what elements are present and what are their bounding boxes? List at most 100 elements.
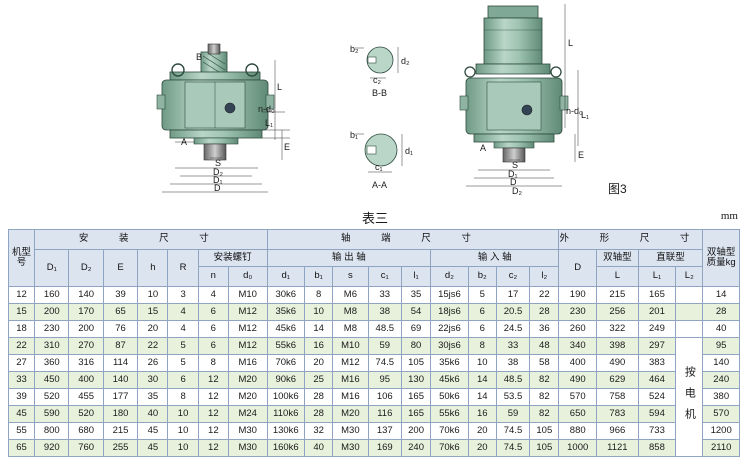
table-cell: 137 (367, 422, 402, 440)
table-cell: 22 (7, 337, 36, 355)
table-cell: M24 (227, 405, 268, 423)
table-cell: 3 (167, 286, 199, 304)
table-cell: 20 (304, 354, 334, 372)
table-cell: 1200 (702, 422, 740, 440)
table-cell: 59 (367, 337, 402, 355)
table-cell: 880 (558, 422, 597, 440)
table-cell: 380 (702, 388, 740, 406)
table-cell: M10 (332, 337, 369, 355)
table-cell: 140 (102, 371, 139, 389)
table-cell: 520 (68, 405, 104, 423)
table-cell: 38 (367, 303, 402, 321)
table-cell: M30 (227, 422, 268, 440)
table-cell: 14 (467, 388, 497, 406)
table-cell: M20 (332, 405, 369, 423)
table-cell: 53.5 (495, 388, 531, 406)
table-cell: 18js6 (430, 303, 469, 321)
table-cell: 33 (7, 371, 36, 389)
header-l-outline: L (595, 266, 639, 287)
label-b2-bb: b₂ (350, 44, 359, 54)
table-cell: 322 (595, 320, 639, 338)
table-cell: 6 (197, 303, 229, 321)
table-cell: 524 (637, 388, 677, 406)
table-cell: 6 (467, 320, 497, 338)
table-cell: 6 (197, 320, 229, 338)
table-cell: 40 (702, 320, 740, 338)
table-cell: 1121 (595, 439, 639, 457)
table-cell: 215 (102, 422, 139, 440)
table-cell: 70k6 (266, 354, 306, 372)
table-cell: 32 (304, 422, 334, 440)
table-cell: 15 (7, 303, 36, 321)
table-cell: 5 (167, 354, 199, 372)
table-cell: 15 (137, 303, 169, 321)
header-n: n (197, 266, 229, 287)
table-cell: 8 (167, 388, 199, 406)
table-cell: 59 (495, 405, 531, 423)
table-cell: 858 (637, 439, 677, 457)
header-bolts: 安装螺钉 (197, 249, 268, 267)
table-cell: M30 (332, 439, 369, 457)
table-cell: 48.5 (495, 371, 531, 389)
table-cell: 69 (400, 320, 432, 338)
table-cell: 400 (68, 371, 104, 389)
direct-coupled-reducer-drawing: L L₁ n-d₀ E A S D₁ D D₂ (459, 4, 589, 196)
header-outline-dims: 外 形 尺 寸 (558, 229, 704, 250)
label-d2-bb: d₂ (401, 56, 410, 66)
table-cell: 190 (558, 286, 597, 304)
table-cell: 140 (68, 286, 104, 304)
label-b-top: B (196, 52, 202, 62)
table-cell: 5 (167, 337, 199, 355)
table-cell: 464 (637, 371, 677, 389)
table-cell: 10 (167, 422, 199, 440)
table-cell: 55k6 (430, 405, 469, 423)
table-cell: 12 (7, 286, 36, 304)
header-s: s (332, 266, 369, 287)
table-cell: 26 (137, 354, 169, 372)
table-cell: 87 (102, 337, 139, 355)
table-cell: 82 (529, 371, 560, 389)
label-l1-right: L₁ (581, 110, 589, 120)
table-cell: 5 (467, 286, 497, 304)
label-r-left: L₁ (265, 118, 273, 128)
table-cell: 54 (400, 303, 432, 321)
table-cell: 95 (367, 371, 402, 389)
label-l-left: L (277, 82, 282, 92)
table-cell: 105 (529, 439, 560, 457)
header-l1-outline: L₁ (637, 266, 677, 287)
table-cell: 340 (558, 337, 597, 355)
table-cell: 455 (68, 388, 104, 406)
table-cell: M12 (227, 303, 268, 321)
table-cell: 230 (558, 303, 597, 321)
table-cell: 12 (197, 422, 229, 440)
table-cell: 520 (34, 388, 70, 406)
table-cell: 82 (529, 388, 560, 406)
table-cell: 215 (595, 286, 639, 304)
table-cell: 260 (558, 320, 597, 338)
table-cell: 95 (702, 337, 740, 355)
table-cell: 35k6 (430, 354, 469, 372)
table-unit: mm (720, 210, 738, 222)
table-cell: 14 (467, 371, 497, 389)
table-cell: 55 (7, 422, 36, 440)
table-cell: 8 (304, 286, 334, 304)
table-cell: 36 (529, 320, 560, 338)
table-cell: 130k6 (266, 422, 306, 440)
table-cell: 316 (68, 354, 104, 372)
label-section-bb: B-B (372, 88, 387, 98)
table-cell: 760 (68, 439, 104, 457)
table-cell: 200 (34, 303, 70, 321)
table-cell: 165 (400, 405, 432, 423)
label-a-left: A (181, 137, 187, 147)
table-cell: 22js6 (430, 320, 469, 338)
table-cell: 45 (7, 405, 36, 423)
table-cell: 270 (68, 337, 104, 355)
table-cell: 28 (702, 303, 740, 321)
header-l2: l₂ (529, 266, 560, 287)
table-cell: 590 (34, 405, 70, 423)
table-cell: 12 (197, 388, 229, 406)
